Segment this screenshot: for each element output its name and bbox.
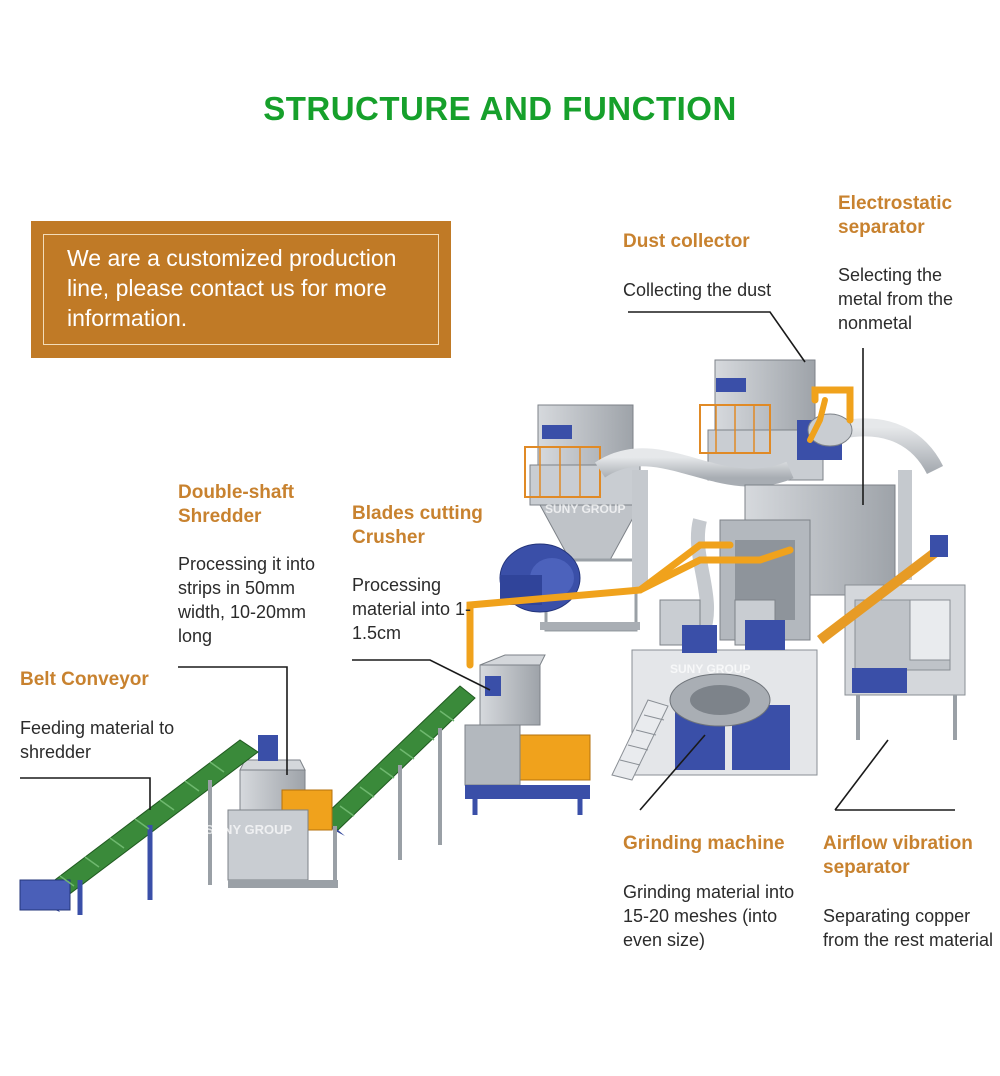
dust-collector-left [524, 404, 641, 632]
leader-lines [20, 311, 955, 811]
watermark-2: SUNY GROUP [545, 502, 625, 516]
label-dust-collector-text: Collecting the dust [623, 280, 772, 300]
watermark-3: SUNY GROUP [670, 662, 750, 676]
blades-cutting-crusher [464, 654, 591, 815]
electrostatic-separator [719, 413, 896, 641]
contact-banner: We are a customized production line, ple… [31, 221, 451, 358]
label-airflow-text: Separating copper from the rest material [823, 906, 994, 950]
grinding-machine [611, 599, 818, 781]
material-pipes [466, 386, 854, 669]
label-grinding-text: Grinding material into 15-20 meshes (int… [623, 882, 795, 950]
label-electrostatic-text: Selecting the metal from the nonmetal [838, 265, 954, 333]
belt-conveyor-feed [19, 739, 259, 915]
watermark-1: SUNY GROUP [205, 822, 292, 837]
label-dust-collector-title: Dust collector [623, 231, 750, 252]
double-shaft-shredder [227, 735, 338, 888]
airflow-vibration-separator [816, 535, 966, 740]
banner-text: We are a customized production line, ple… [43, 234, 439, 345]
label-electrostatic-title: Electrostatic separator [838, 193, 953, 238]
label-airflow-title: Airflow vibration separator [823, 833, 973, 878]
page-title: STRUCTURE AND FUNCTION [263, 90, 737, 127]
label-crusher-text: Processing material into 1-1.5cm [352, 575, 472, 643]
label-shredder-title: Double-shaft Shredder [178, 482, 295, 527]
label-belt-conveyor-title: Belt Conveyor [20, 669, 149, 690]
air-ducts [595, 418, 944, 644]
label-crusher-title: Blades cutting Crusher [352, 503, 483, 548]
belt-conveyor-crusher [319, 685, 476, 880]
label-shredder-text: Processing it into strips in 50mm width,… [178, 554, 316, 646]
label-belt-conveyor-text: Feeding material to shredder [20, 718, 175, 762]
label-grinding-title: Grinding machine [623, 833, 785, 854]
